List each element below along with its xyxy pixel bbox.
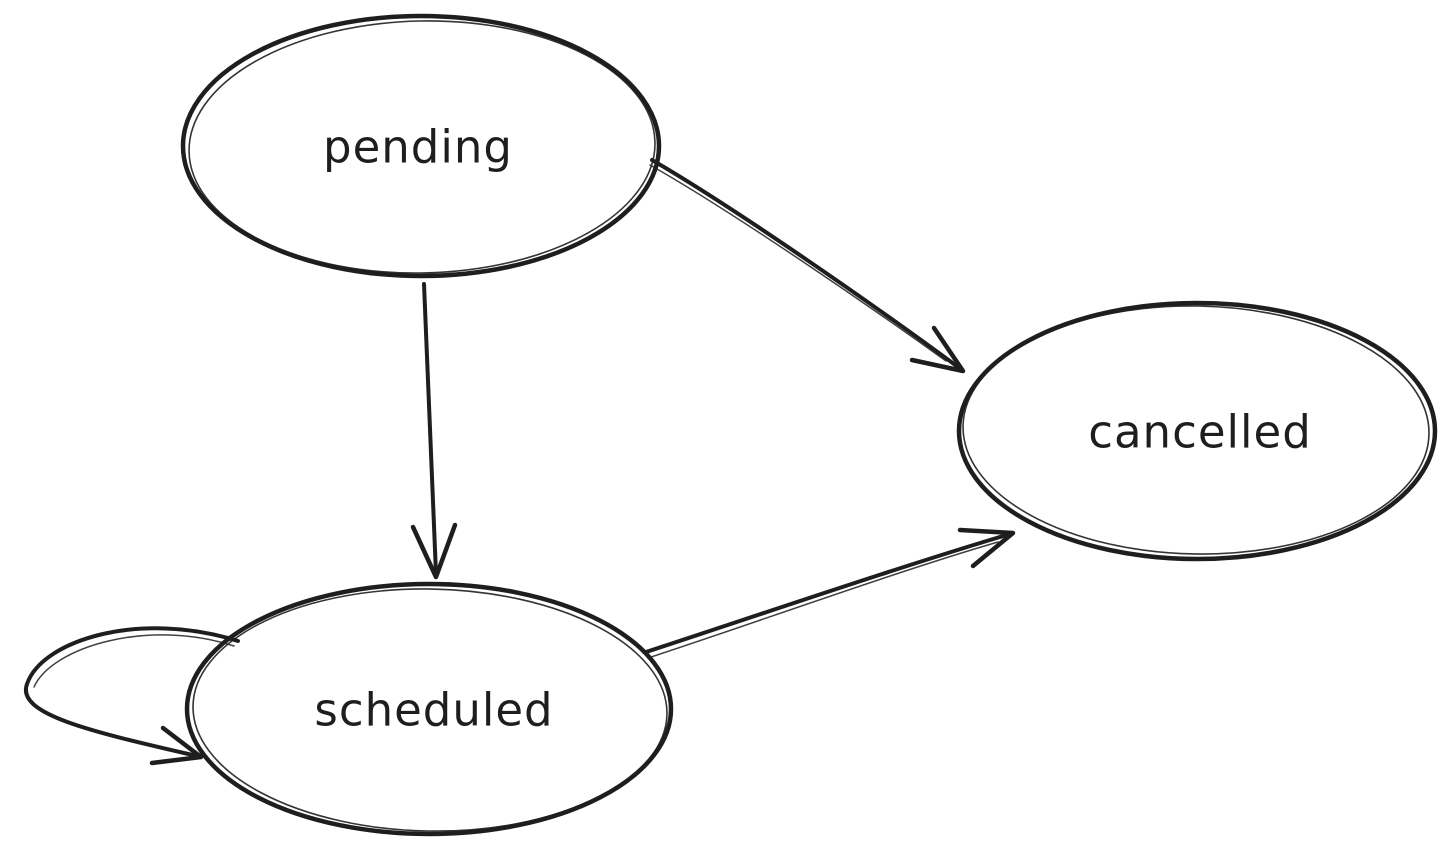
edge-pending-to-cancelled[interactable]: [649, 158, 966, 374]
edge-scheduled-self-loop[interactable]: [23, 626, 240, 766]
cancelled-label: cancelled: [1088, 405, 1312, 459]
arrowhead-icon: [909, 325, 966, 374]
edge-line: [650, 158, 960, 369]
arrowhead-icon: [957, 527, 1016, 569]
edge-line-sketch-pass: [33, 634, 235, 688]
pending-label: pending: [323, 120, 513, 174]
cancelled-ellipse: [956, 300, 1438, 562]
edge-line-sketch-pass: [649, 164, 947, 362]
edge-line-sketch-pass: [647, 541, 999, 659]
arrowhead-icon: [149, 725, 204, 766]
node-pending[interactable]: [180, 13, 662, 279]
scheduled-ellipse-sketch-pass: [192, 588, 668, 832]
pending-ellipse-sketch-pass: [188, 20, 656, 274]
edge-pending-to-scheduled[interactable]: [410, 282, 458, 580]
node-scheduled[interactable]: [184, 581, 674, 837]
scheduled-ellipse: [184, 581, 674, 837]
edge-line: [644, 532, 1012, 654]
cancelled-ellipse-sketch-pass: [962, 305, 1430, 555]
edge-scheduled-to-cancelled[interactable]: [644, 527, 1016, 659]
edge-line: [422, 282, 438, 576]
arrowhead-icon: [410, 522, 458, 580]
scheduled-label: scheduled: [314, 683, 554, 737]
pending-ellipse: [180, 13, 662, 279]
node-cancelled[interactable]: [956, 300, 1438, 562]
edge-line: [23, 626, 240, 758]
